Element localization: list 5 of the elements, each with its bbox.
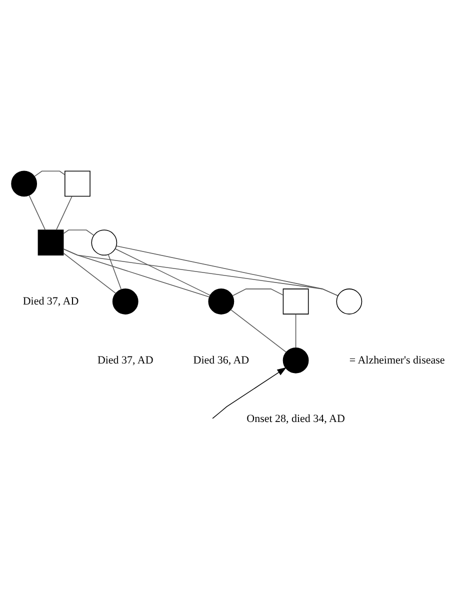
label: = Alzheimer's disease — [349, 354, 445, 366]
node-label: Died 36, AD — [193, 354, 250, 366]
node-label: Died 37, AD — [22, 294, 79, 307]
node-label: Onset 28, died 34, AD — [246, 412, 345, 425]
node-label: Died 37, AD — [97, 354, 154, 366]
